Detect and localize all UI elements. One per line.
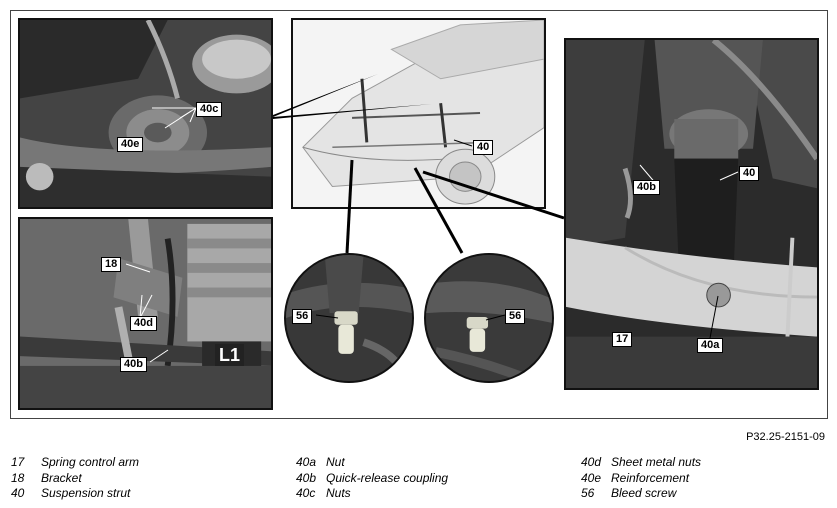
photo-strut-closeup xyxy=(564,38,819,390)
legend-item: 56 Bleed screw xyxy=(581,486,701,502)
photo-strut-closeup-art xyxy=(566,40,817,388)
legend-number: 40b xyxy=(296,470,317,485)
legend-number: 40c xyxy=(296,486,316,500)
legend-column-3: 40d Sheet metal nuts 40e Reinforcement 56 B… xyxy=(581,455,701,502)
legend-number: 40a xyxy=(296,455,317,469)
legend-column-2: 40a Nut 40b Quick-release coupling 40c Nuts xyxy=(296,455,448,502)
detail-bleed-screw-right-art xyxy=(426,255,552,381)
photo-bracket-coupling-art xyxy=(20,219,271,408)
legend-number: 40d xyxy=(581,455,602,469)
legend-item: 40a Nut xyxy=(296,455,448,471)
legend-text: Quick-release coupling xyxy=(326,470,449,485)
legend-item: 40c Nuts xyxy=(296,486,448,502)
legend-item: 40 Suspension strut xyxy=(11,486,139,502)
legend-item: 40e Reinforcement xyxy=(581,471,701,487)
legend-number: 18 xyxy=(11,470,25,485)
callout-40-center: 40 xyxy=(473,140,494,155)
photo-strut-top-mount xyxy=(18,18,273,209)
callout-40-right: 40 xyxy=(739,166,760,181)
callout-56-left: 56 xyxy=(292,309,313,324)
photo-bracket-coupling xyxy=(18,217,273,410)
legend-text: Bleed screw xyxy=(611,486,677,500)
legend-text: Nut xyxy=(326,455,345,469)
legend-item: 18 Bracket xyxy=(11,471,139,487)
legend-item: 40d Sheet metal nuts xyxy=(581,455,701,471)
callout-56-right: 56 xyxy=(505,309,526,324)
legend-text: Suspension strut xyxy=(41,486,131,500)
legend-column-1: 17 Spring control arm 18 Bracket 40 Suspens… xyxy=(11,455,139,502)
photo-vehicle-overview xyxy=(291,18,546,209)
vehicle-overview-art xyxy=(293,20,544,207)
callout-40b-right: 40b xyxy=(633,180,660,195)
figure-id: P32.25-2151-09 xyxy=(746,431,825,443)
legend-text: Spring control arm xyxy=(41,455,140,469)
legend-number: 17 xyxy=(11,455,25,469)
legend-number: 40 xyxy=(11,486,25,500)
callout-18: 18 xyxy=(101,257,122,272)
legend-text: Nuts xyxy=(326,486,351,500)
callout-40c: 40c xyxy=(196,102,223,117)
callout-40b-left: 40b xyxy=(120,357,147,372)
legend-text: Bracket xyxy=(41,470,82,485)
callout-40d: 40d xyxy=(130,316,157,331)
legend-text: Reinforcement xyxy=(611,470,690,485)
legend-number: 40e xyxy=(581,470,602,485)
callout-17: 17 xyxy=(612,332,633,347)
callout-40a: 40a xyxy=(697,338,724,353)
photo-strut-top-mount-art xyxy=(20,20,271,207)
callout-40e: 40e xyxy=(117,137,144,152)
strut-marking-l1: L1 xyxy=(215,344,245,366)
legend-item: 17 Spring control arm xyxy=(11,455,139,471)
legend-number: 56 xyxy=(581,486,595,500)
legend-text: Sheet metal nuts xyxy=(611,455,702,469)
detail-bleed-screw-right xyxy=(424,253,554,383)
legend-item: 40b Quick-release coupling xyxy=(296,471,448,487)
